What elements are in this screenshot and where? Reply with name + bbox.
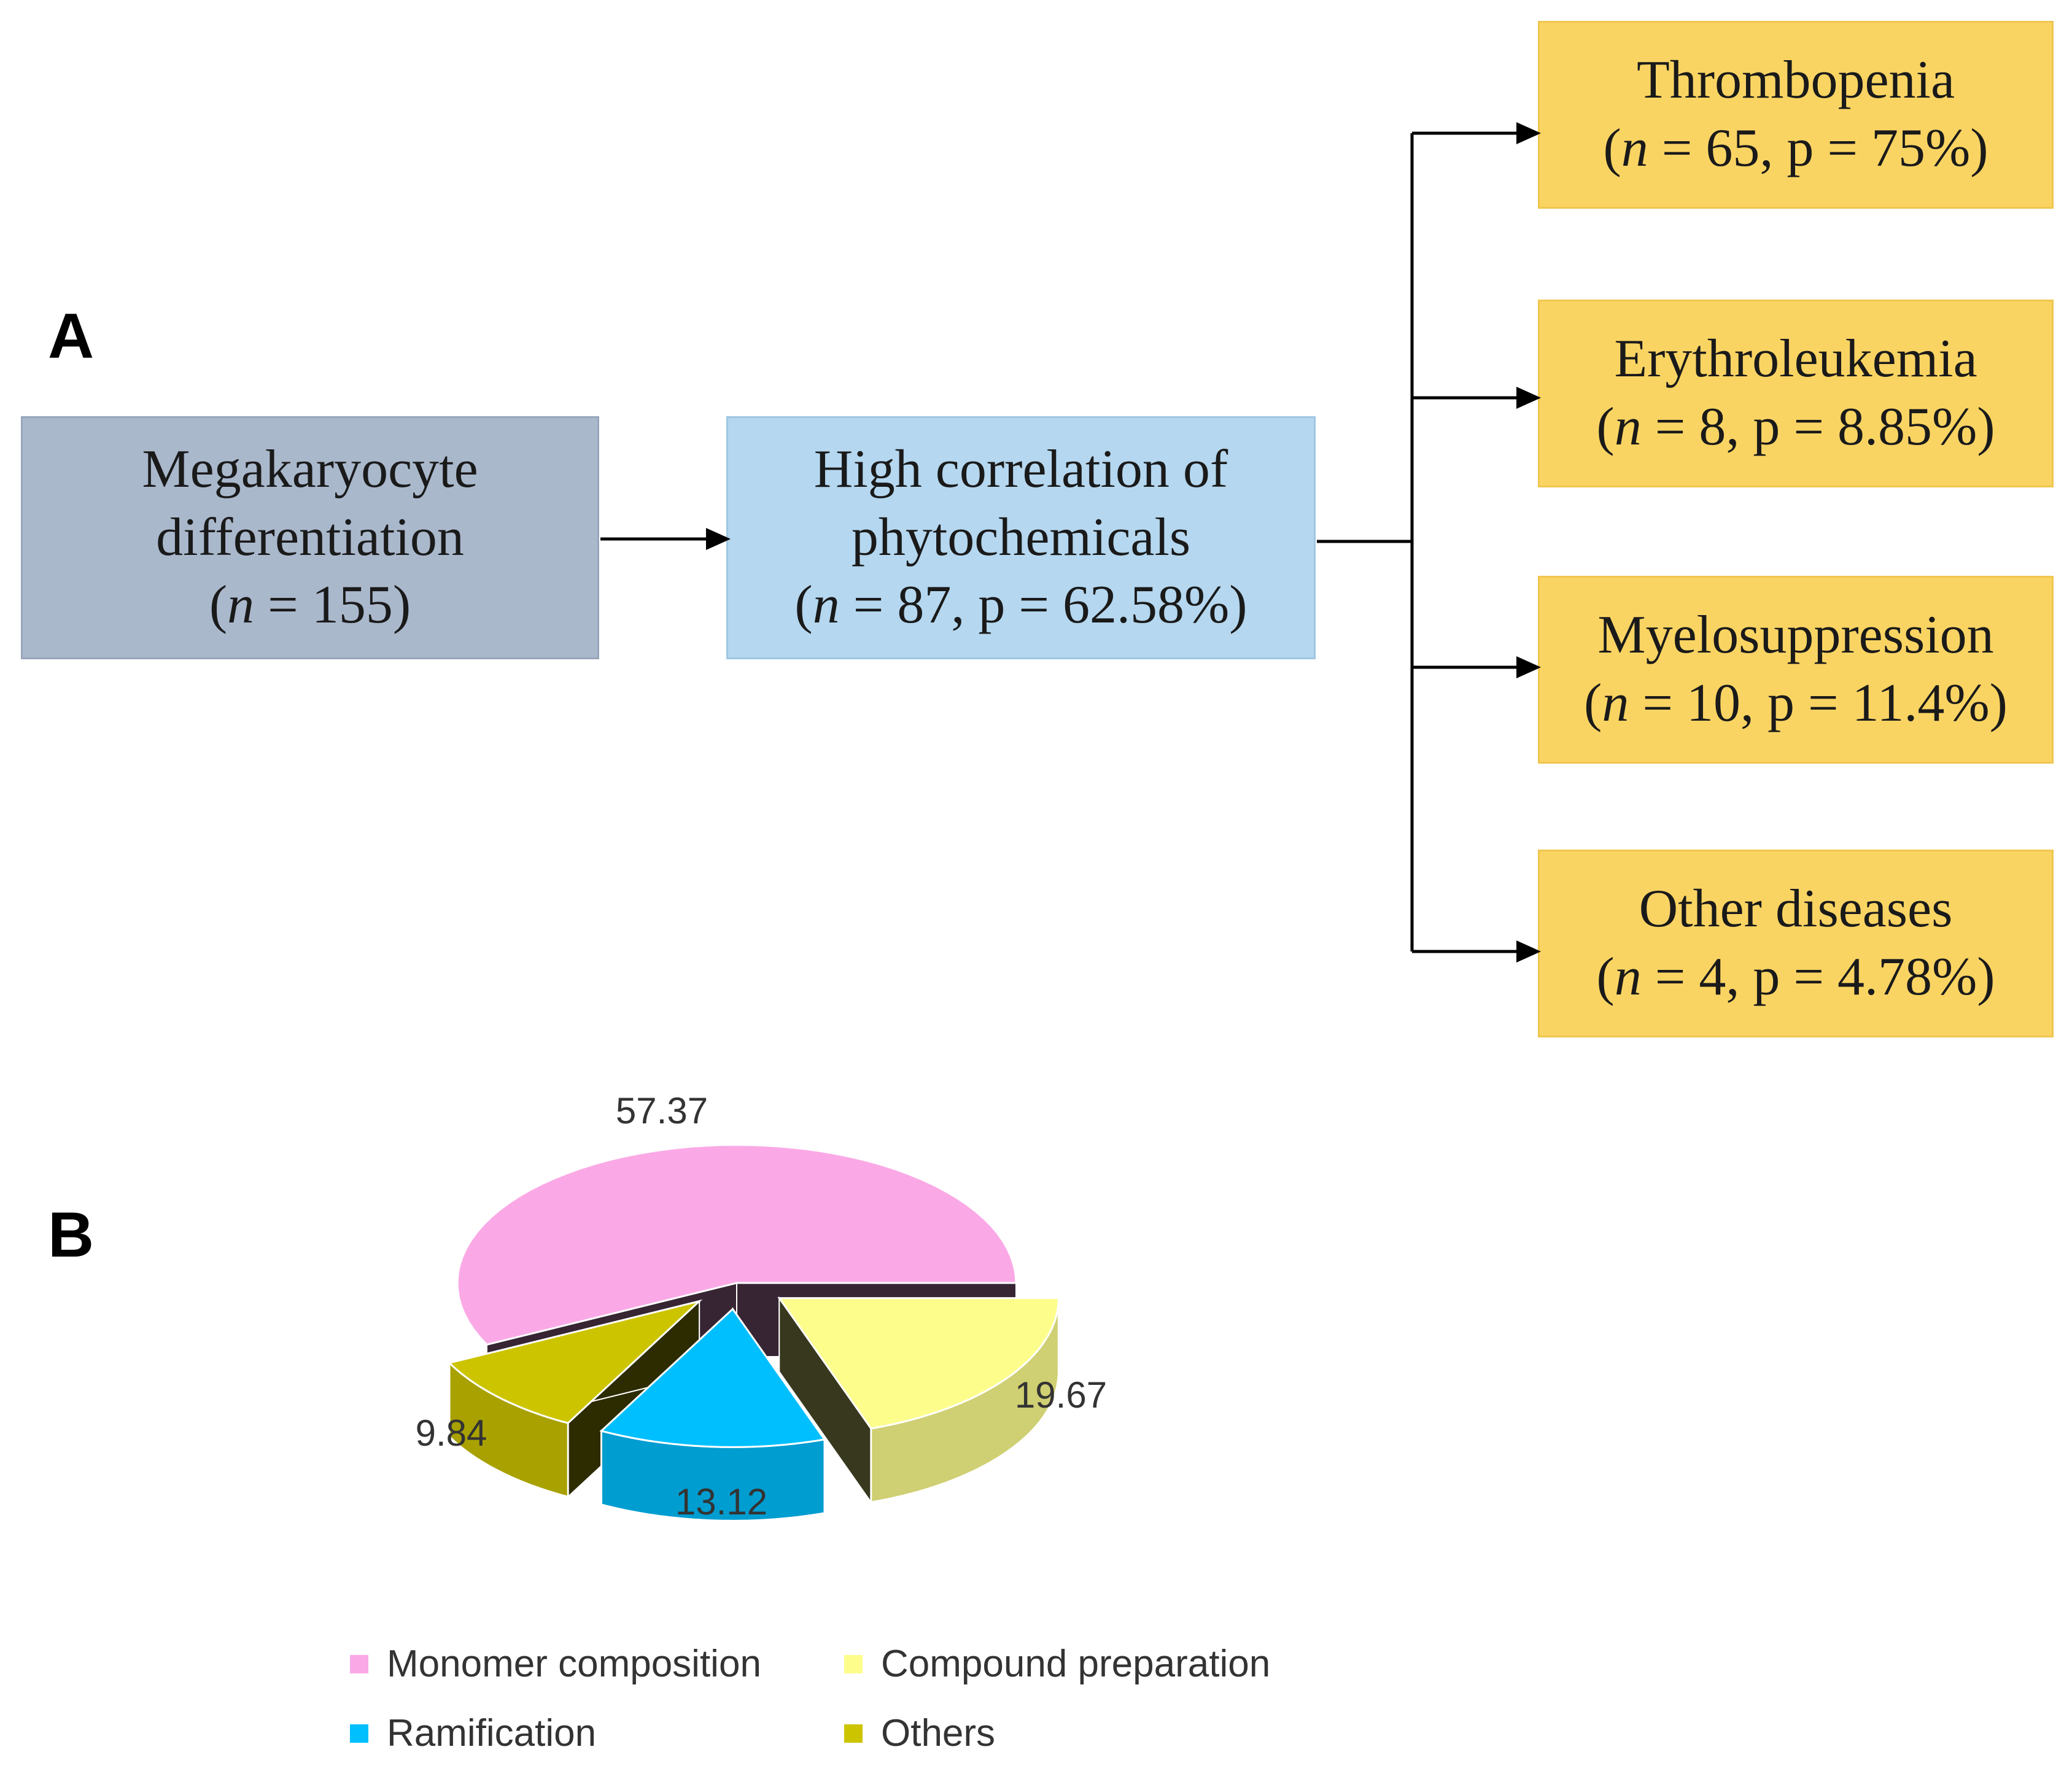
arrowhead-icon <box>1516 940 1541 963</box>
outcome-p-value: 75% <box>1871 118 1971 178</box>
start-stat: (n = 155) <box>209 575 411 635</box>
middle-line-2: phytochemicals <box>851 507 1191 567</box>
legend-swatch-ramification <box>350 1724 368 1743</box>
pie-data-label: 13.12 <box>675 1481 767 1522</box>
phytochemicals-box: High correlation of phytochemicals (n = … <box>726 416 1316 659</box>
middle-line-1: High correlation of <box>813 439 1228 499</box>
outcome-box-myelosuppression: Myelosuppression (n = 10, p = 11.4%) <box>1538 576 2054 764</box>
legend-swatch-compound <box>844 1654 863 1673</box>
arrowhead-icon <box>1516 122 1541 144</box>
pie-slice-1 <box>777 1296 1060 1505</box>
legend-label-monomer: Monomer composition <box>387 1643 761 1685</box>
start-line-1: Megakaryocyte <box>142 439 478 499</box>
legend-item-compound: Compound preparation <box>844 1642 1270 1686</box>
arrowhead-icon <box>706 528 731 550</box>
outcome-p-value: 11.4% <box>1852 673 1990 733</box>
outcome-stat: (n = 8, p = 8.85%) <box>1596 397 1995 457</box>
outcome-box-other-diseases: Other diseases (n = 4, p = 4.78%) <box>1538 850 2054 1037</box>
legend-label-ramification: Ramification <box>387 1712 597 1754</box>
megakaryocyte-box: Megakaryocyte differentiation (n = 155) <box>21 416 599 659</box>
pie-data-label: 9.84 <box>416 1413 487 1454</box>
legend-label-compound: Compound preparation <box>881 1643 1271 1685</box>
panel-b-label: B <box>48 1199 95 1271</box>
pie-slice-top <box>599 1308 826 1448</box>
pie-slice-top <box>456 1144 1017 1346</box>
pie-data-label: 19.67 <box>1015 1374 1107 1416</box>
outcome-stat: (n = 4, p = 4.78%) <box>1596 947 1995 1007</box>
outcome-p-value: 4.78% <box>1837 947 1977 1007</box>
middle-stat: (n = 87, p = 62.58%) <box>794 575 1247 635</box>
arrowhead-icon <box>1516 387 1541 409</box>
outcome-title: Thrombopenia <box>1636 50 1955 110</box>
outcome-stat: (n = 10, p = 11.4%) <box>1584 673 2008 733</box>
pie-data-label: 57.37 <box>616 1090 708 1131</box>
legend-swatch-monomer <box>350 1654 368 1673</box>
legend-item-monomer: Monomer composition <box>350 1642 761 1686</box>
legend-item-ramification: Ramification <box>350 1711 596 1755</box>
outcome-box-thrombopenia: Thrombopenia (n = 65, p = 75%) <box>1538 21 2054 209</box>
outcome-title: Myelosuppression <box>1597 605 1994 665</box>
outcome-stat: (n = 65, p = 75%) <box>1603 118 1989 178</box>
arrowhead-icon <box>1516 656 1541 678</box>
start-n-value: 155 <box>311 575 393 635</box>
outcome-box-erythroleukemia: Erythroleukemia (n = 8, p = 8.85%) <box>1538 300 2054 487</box>
panel-a-label: A <box>48 301 95 372</box>
middle-n-value: 87 <box>897 575 952 635</box>
legend-label-others: Others <box>881 1712 996 1754</box>
outcome-n-value: 65 <box>1705 118 1760 178</box>
outcome-n-value: 8 <box>1699 397 1726 457</box>
pie-slice-top <box>777 1297 1060 1430</box>
outcome-n-value: 4 <box>1699 947 1726 1007</box>
outcome-n-value: 10 <box>1686 673 1740 733</box>
middle-p-value: 62.58% <box>1062 575 1230 635</box>
outcome-title: Other diseases <box>1639 879 1953 939</box>
outcome-title: Erythroleukemia <box>1614 329 1977 389</box>
legend-item-others: Others <box>844 1711 995 1755</box>
legend-swatch-others <box>844 1724 863 1743</box>
start-line-2: differentiation <box>156 507 464 567</box>
pie-slice-2 <box>599 1307 826 1522</box>
pie-slice-top <box>447 1299 703 1424</box>
outcome-p-value: 8.85% <box>1837 397 1977 457</box>
